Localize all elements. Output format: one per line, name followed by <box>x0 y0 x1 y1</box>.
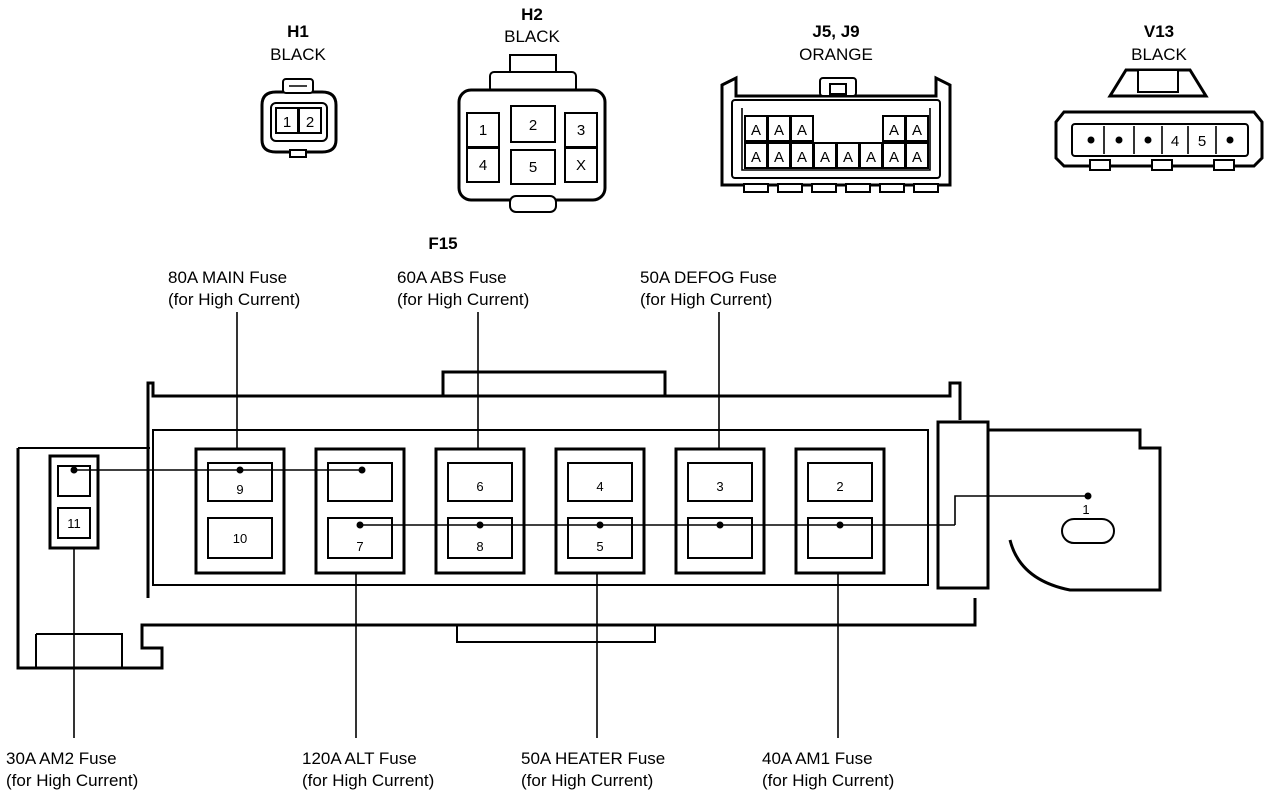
connector-j5-j9-bottom-pin-3: A <box>797 149 807 166</box>
connector-v13: V13 BLACK 4 5 <box>1054 22 1264 171</box>
connector-j5-j9-bottom-pin-5: A <box>843 149 853 166</box>
label-heater-fuse: 50A HEATER Fuse <box>521 749 665 768</box>
terminal-5: 5 <box>596 539 603 554</box>
connector-h2: H2 BLACK 1 2 3 4 5 X <box>457 5 607 213</box>
connector-j5-j9-top-pin-5: A <box>912 122 922 139</box>
terminal-7: 7 <box>356 539 363 554</box>
connector-j5-j9-top-pin-1: A <box>751 122 761 139</box>
connector-h2-pin-5: 5 <box>529 159 537 176</box>
connector-j5-j9-top-pin-3: A <box>797 122 807 139</box>
connector-j5-j9-bottom-pin-4: A <box>820 149 830 166</box>
connector-v13-pin-5: 5 <box>1198 133 1206 150</box>
connector-h2-pin-x: X <box>576 157 586 174</box>
connector-h1: H1 BLACK 1 2 <box>260 22 338 158</box>
connector-v13-body <box>1054 68 1264 171</box>
leader-lines <box>73 312 839 738</box>
connection-lines <box>70 466 1092 529</box>
connector-j5-j9-bottom-pin-2: A <box>774 149 784 166</box>
connector-j5-j9-top-pin-2: A <box>774 122 784 139</box>
terminal-10: 10 <box>233 531 247 546</box>
connector-v13-color: BLACK <box>1131 45 1187 64</box>
connector-h1-color: BLACK <box>270 45 326 64</box>
label-defog-fuse: 50A DEFOG Fuse <box>640 268 777 287</box>
connector-j5-j9: J5, J9 ORANGE <box>720 22 952 193</box>
label-main-fuse-note: (for High Current) <box>168 290 300 309</box>
terminal-3: 3 <box>716 479 723 494</box>
label-defog-fuse-note: (for High Current) <box>640 290 772 309</box>
connector-j5-j9-bottom-pin-8: A <box>912 149 922 166</box>
label-am1-fuse: 40A AM1 Fuse <box>762 749 873 768</box>
connector-h2-name: H2 <box>521 5 543 24</box>
label-heater-fuse-note: (for High Current) <box>521 771 653 790</box>
label-main-fuse: 80A MAIN Fuse <box>168 268 287 287</box>
terminal-1: 1 <box>1082 502 1089 517</box>
connector-h2-color: BLACK <box>504 27 560 46</box>
label-am2-fuse: 30A AM2 Fuse <box>6 749 117 768</box>
connector-h1-pin-2: 2 <box>306 114 314 131</box>
connector-h2-pin-3: 3 <box>577 122 585 139</box>
label-alt-fuse: 120A ALT Fuse <box>302 749 417 768</box>
connector-h1-pin-1: 1 <box>283 114 291 131</box>
connector-v13-name: V13 <box>1144 22 1174 41</box>
terminal-6: 6 <box>476 479 483 494</box>
terminal-4: 4 <box>596 479 603 494</box>
connector-j5-j9-bottom-pin-1: A <box>751 149 761 166</box>
terminal-11: 11 <box>67 516 81 531</box>
terminal-9: 9 <box>236 482 243 497</box>
connector-j5-j9-color: ORANGE <box>799 45 873 64</box>
connector-j5-j9-bottom-pin-6: A <box>866 149 876 166</box>
connector-j5-j9-body <box>720 75 952 193</box>
label-alt-fuse-note: (for High Current) <box>302 771 434 790</box>
fuse-block-body <box>16 370 1162 670</box>
connector-h1-body <box>260 78 338 158</box>
connector-h2-pin-1: 1 <box>479 122 487 139</box>
label-am1-fuse-note: (for High Current) <box>762 771 894 790</box>
label-abs-fuse: 60A ABS Fuse <box>397 268 507 287</box>
terminal-2: 2 <box>836 479 843 494</box>
connector-h1-name: H1 <box>287 22 309 41</box>
connector-h2-pin-4: 4 <box>479 157 487 174</box>
label-am2-fuse-note: (for High Current) <box>6 771 138 790</box>
connector-v13-pin-4: 4 <box>1171 133 1179 150</box>
label-abs-fuse-note: (for High Current) <box>397 290 529 309</box>
connector-j5-j9-top-pin-4: A <box>889 122 899 139</box>
connector-j5-j9-name: J5, J9 <box>812 22 859 41</box>
connector-h2-pin-2: 2 <box>529 117 537 134</box>
connector-h2-body <box>457 54 607 213</box>
terminal-8: 8 <box>476 539 483 554</box>
connector-j5-j9-bottom-pin-7: A <box>889 149 899 166</box>
fuse-block-name: F15 <box>428 234 457 253</box>
